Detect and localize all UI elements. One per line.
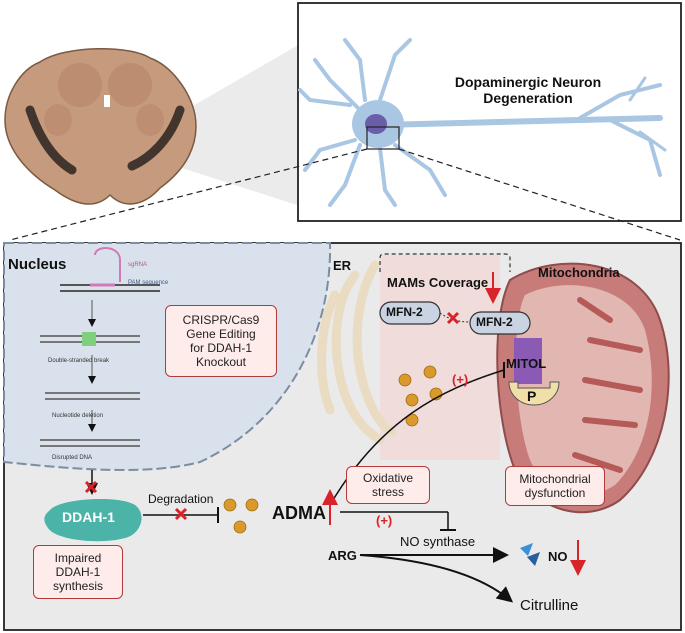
ddah-block-x (84, 480, 98, 494)
mams-label: MAMs Coverage (387, 275, 489, 290)
mfn2-left-label: MFN-2 (386, 305, 423, 319)
neuron-title-line2: Degeneration (483, 90, 573, 106)
er-label: ER (333, 258, 352, 273)
brainstem-section (4, 47, 197, 205)
dsb-label: Double-stranded break (48, 358, 110, 364)
nucleus-label: Nucleus (8, 256, 67, 273)
adma-particles (223, 498, 259, 534)
disrupted-label: Disrupted DNA (52, 455, 93, 461)
mfn2-right-label: MFN-2 (476, 315, 513, 329)
mitol-protein (514, 338, 542, 384)
degradation-block-x (174, 507, 188, 521)
mitochondria-label: Mitochondria (538, 265, 620, 280)
impaired-line3: synthesis (52, 579, 104, 593)
crispr-box: CRISPR/Cas9 Gene Editing for DDAH-1 Knoc… (165, 305, 277, 377)
mito-dys-line2: dysfunction (524, 486, 586, 500)
deletion-label: Nucleotide deletion (52, 413, 104, 419)
mam-bracket (379, 253, 511, 272)
plus-nos-label: (+) (376, 513, 393, 528)
mfn2-block-x (446, 311, 460, 325)
arg-label: ARG (328, 548, 357, 563)
zoom-box (366, 126, 400, 150)
mitochondria-cristae (572, 297, 643, 473)
ddah1-label: DDAH-1 (62, 509, 115, 525)
citrulline-label: Citrulline (520, 597, 579, 614)
phospho-group (508, 381, 560, 406)
oxidative-line1: Oxidative (362, 471, 414, 485)
crispr-schematic (40, 247, 160, 447)
neuron-title-line1: Dopaminergic Neuron (454, 74, 602, 90)
crispr-line4: Knockout (195, 355, 247, 369)
crispr-line1: CRISPR/Cas9 (182, 313, 260, 327)
mitochondria-inner (515, 285, 652, 496)
p-label: P (527, 388, 537, 404)
pam-label: PAM sequence (128, 280, 169, 286)
adma-label: ADMA (272, 503, 326, 523)
impaired-box: Impaired DDAH-1 synthesis (33, 545, 123, 599)
degradation-label: Degradation (148, 492, 214, 506)
neuron-illustration (298, 38, 667, 207)
mito-dysfunction-box: Mitochondrial dysfunction (505, 466, 605, 506)
plus-mitol-label: (+) (452, 372, 469, 387)
mam-region (380, 255, 500, 460)
mito-dys-line1: Mitochondrial (519, 472, 591, 486)
neuron-nucleus (365, 114, 387, 134)
mfn2-right (469, 311, 531, 335)
zoom-cone (120, 44, 300, 206)
neuron-title: Dopaminergic Neuron Degeneration (438, 74, 618, 106)
er-structure (317, 260, 397, 445)
zoom-line-left (9, 148, 368, 241)
impaired-line2: DDAH-1 (55, 565, 101, 579)
no-label: NO (548, 549, 568, 564)
arg-to-citrulline-arrow (359, 554, 514, 603)
oxidative-line2: stress (371, 485, 404, 499)
mitol-label: MITOL (506, 356, 547, 371)
oxidative-box: Oxidative stress (346, 466, 430, 504)
ddah1-protein (44, 498, 142, 542)
crispr-line2: Gene Editing (186, 327, 256, 341)
no-synthase-label: NO synthase (400, 534, 476, 549)
crispr-line3: for DDAH-1 (189, 341, 252, 355)
sgrna-label: sgRNA (128, 262, 148, 268)
neuron-panel (297, 2, 682, 222)
impaired-line1: Impaired (54, 551, 102, 565)
no-molecule-icon (520, 543, 540, 566)
